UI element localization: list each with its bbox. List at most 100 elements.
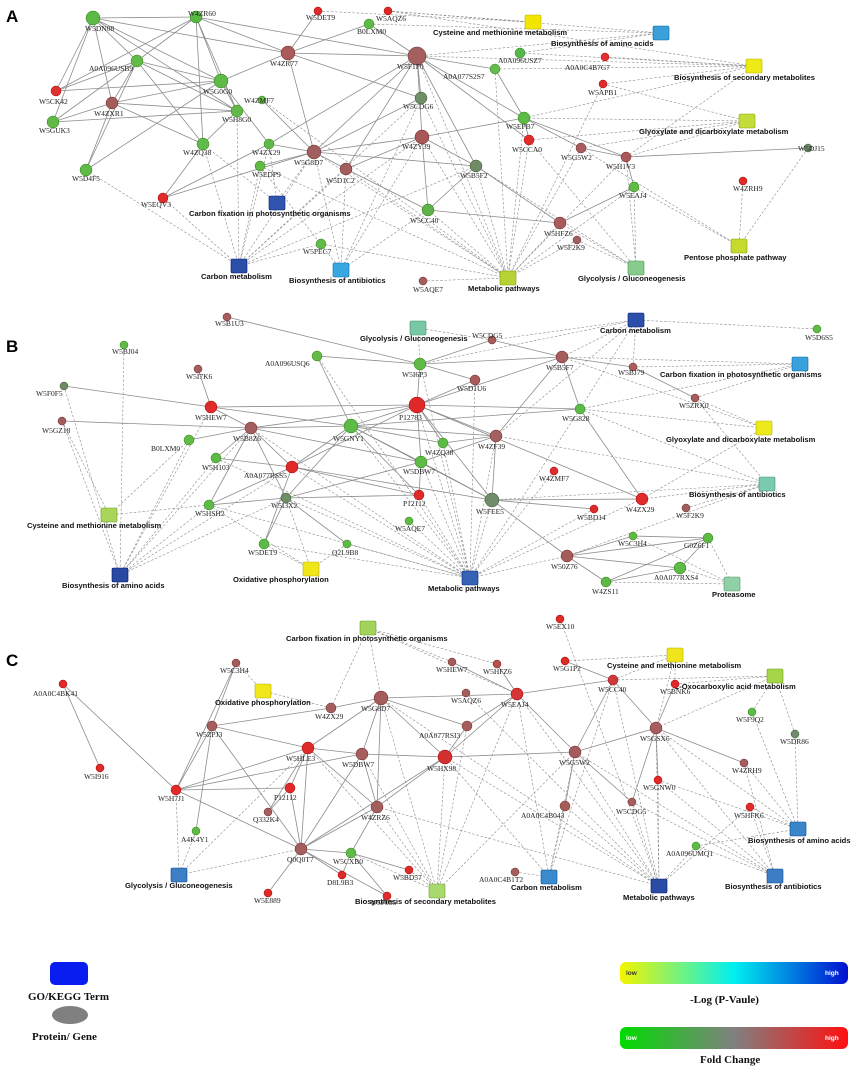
gene-node[interactable]: W5PEC7 [303, 238, 332, 256]
gene-node[interactable]: A0A077RXS4 [654, 561, 698, 582]
term-node-cys[interactable]: Cysteine and methionine metabolism [607, 647, 741, 670]
gene-node[interactable]: B0LXM0 [357, 18, 386, 36]
gene-node[interactable]: A0A077S2S7 [443, 63, 501, 81]
gene-node[interactable]: W5BJ79 [618, 362, 645, 377]
term-node-bioaa[interactable]: Biosynthesis of amino acids [551, 25, 670, 48]
term-node-boa[interactable]: Biosynthesis of antibiotics [725, 868, 822, 891]
gene-node[interactable]: W5H1V3 [606, 151, 635, 171]
term-node-boa[interactable]: Biosynthesis of antibiotics [289, 262, 386, 285]
term-node-glyc[interactable]: Glycolysis / Gluconeogenesis [125, 867, 233, 890]
gene-node[interactable]: W5D4F5 [72, 163, 100, 183]
gene-node[interactable]: W5DET9 [306, 6, 335, 22]
gene-node[interactable]: W5I3X2 [271, 492, 297, 510]
term-node-cys[interactable]: Cysteine and methionine metabolism [27, 507, 161, 530]
gene-node[interactable]: W5DBW7 [403, 455, 435, 476]
gene-node[interactable]: W5CCA0 [512, 134, 542, 154]
gene-node[interactable]: W5AQZ6 [376, 6, 406, 23]
gene-node[interactable]: W5E889 [254, 888, 281, 905]
gene-node[interactable]: W5D1U6 [457, 374, 486, 393]
gene-node[interactable]: Q2L9B8 [332, 539, 359, 557]
gene-node[interactable]: W4ZQ38 [183, 137, 212, 157]
term-node-ppp[interactable]: Pentose phosphate pathway [684, 238, 787, 262]
gene-node[interactable]: W5HFZ6 [483, 659, 512, 676]
gene-node[interactable]: W5H8G0 [222, 104, 251, 124]
gene-node[interactable]: W5HSH2 [195, 499, 225, 518]
gene-node[interactable]: A0A096USZ7 [498, 47, 542, 65]
gene-node[interactable]: W5DR86 [780, 729, 809, 746]
gene-node[interactable]: W5APB1 [588, 79, 617, 97]
gene-node[interactable]: W5GNY1 [333, 418, 364, 443]
term-node-cfix[interactable]: Carbon fixation in photosynthetic organi… [660, 356, 822, 379]
gene-node[interactable]: W5F9Q2 [736, 707, 764, 724]
gene-node[interactable]: W4ZY39 [402, 129, 431, 151]
gene-node[interactable]: W5HFK6 [734, 802, 764, 820]
gene-node[interactable]: P12112 [403, 489, 426, 508]
gene-node[interactable]: W5BD14 [577, 504, 606, 522]
gene-node[interactable]: W5BD57 [393, 865, 422, 882]
term-node-oxo[interactable]: 2-Oxocarboxylic acid metabolism [675, 668, 796, 691]
gene-node[interactable]: A0A0C4BK41 [33, 679, 78, 698]
gene-node[interactable]: W5G8D7 [361, 690, 390, 713]
gene-node[interactable]: W5EPB7 [506, 111, 535, 131]
term-node-cfix[interactable]: Carbon fixation in photosynthetic organi… [286, 620, 448, 643]
gene-node[interactable]: W5G0G0 [203, 73, 232, 96]
gene-node[interactable]: W5B1U3 [215, 312, 244, 328]
term-node-met[interactable]: Metabolic pathways [623, 878, 695, 902]
gene-node[interactable]: W4ZRZ6 [361, 800, 390, 822]
gene-node[interactable]: A4K4Y1 [181, 826, 209, 844]
gene-node[interactable]: W5F1P0 [397, 46, 427, 71]
gene-node[interactable]: W5GUK3 [39, 115, 70, 135]
gene-node[interactable]: W5F0F5 [36, 381, 69, 398]
gene-node[interactable]: Q332K4 [253, 807, 279, 824]
gene-node[interactable]: W4ZXR1 [94, 96, 124, 118]
term-node-met[interactable]: Metabolic pathways [468, 270, 540, 293]
gene-node[interactable]: W4ZX29 [626, 492, 655, 514]
gene-node[interactable]: W5ZPJ3 [196, 720, 223, 739]
gene-node[interactable]: W4ZMF7 [539, 466, 569, 483]
gene-node[interactable]: W5H103 [202, 452, 230, 472]
gene-node[interactable]: W5F2K9 [676, 503, 704, 520]
gene-node[interactable]: W5CC40 [598, 674, 627, 694]
term-node-boa[interactable]: Biosynthesis of antibiotics [689, 476, 786, 499]
gene-node[interactable]: A0A0C4B7G7 [565, 52, 610, 72]
gene-node[interactable]: W5B5F7 [546, 350, 574, 372]
term-node-bioaa[interactable]: Biosynthesis of amino acids [62, 567, 165, 590]
gene-node[interactable]: W4ZRH9 [733, 176, 763, 193]
gene-node[interactable]: W5HFZ6 [544, 216, 573, 238]
term-node-glyc[interactable]: Glycolysis / Gluconeogenesis [578, 260, 686, 283]
term-node-cmet[interactable]: Carbon metabolism [511, 869, 582, 892]
term-node-bsm[interactable]: Biosynthesis of secondary metabolites [355, 883, 496, 906]
gene-node[interactable]: W5EQV3 [141, 192, 171, 209]
gene-node[interactable]: W5BNK6 [660, 679, 691, 696]
gene-node[interactable]: W5G5W2 [559, 745, 590, 767]
gene-node[interactable]: W4ZRH9 [732, 758, 762, 775]
gene-node[interactable]: W4ZS11 [592, 576, 619, 596]
term-node-gly[interactable]: Glyoxylate and dicarboxylate metabolism [639, 113, 789, 136]
term-node-cmet[interactable]: Carbon metabolism [600, 312, 671, 335]
gene-node[interactable]: A0A077RSS5 [244, 460, 299, 480]
gene-node[interactable]: A0A096USB9 [89, 54, 144, 73]
gene-node[interactable]: W5I6P3 [402, 357, 427, 379]
gene-node[interactable]: W5I7K6 [186, 364, 212, 381]
gene-node[interactable]: W5DN08 [85, 10, 114, 33]
gene-node[interactable]: W5D6S5 [805, 324, 833, 342]
gene-node[interactable]: W5DBW7 [342, 747, 374, 769]
term-node-cmet[interactable]: Carbon metabolism [201, 258, 272, 281]
gene-node[interactable]: A0A0C4B1T2 [479, 867, 523, 884]
gene-node[interactable]: W5F095 [370, 891, 397, 907]
gene-node[interactable]: W5H7J1 [158, 784, 185, 803]
gene-node[interactable]: W5G5W2 [561, 142, 592, 162]
gene-node[interactable]: W5AQZ6 [451, 688, 481, 705]
gene-node[interactable]: P12112 [274, 782, 297, 802]
gene-node[interactable]: W5G828 [562, 403, 590, 423]
gene-node[interactable]: W5HX98 [427, 749, 456, 773]
term-node-glyc[interactable]: Glycolysis / Gluconeogenesis [360, 320, 468, 343]
gene-node[interactable]: W5D1C2 [326, 162, 355, 185]
gene-node[interactable]: W5B8Z6 [233, 421, 261, 443]
gene-node[interactable]: W5G8D7 [294, 144, 323, 167]
gene-node[interactable]: Q0Q0T7 [287, 842, 314, 864]
gene-node[interactable]: W5AQE7 [395, 516, 425, 533]
gene-node[interactable]: W5CC40 [410, 203, 439, 225]
term-node-met[interactable]: Metabolic pathways [428, 570, 500, 593]
gene-node[interactable]: W4ZR77 [270, 45, 298, 68]
